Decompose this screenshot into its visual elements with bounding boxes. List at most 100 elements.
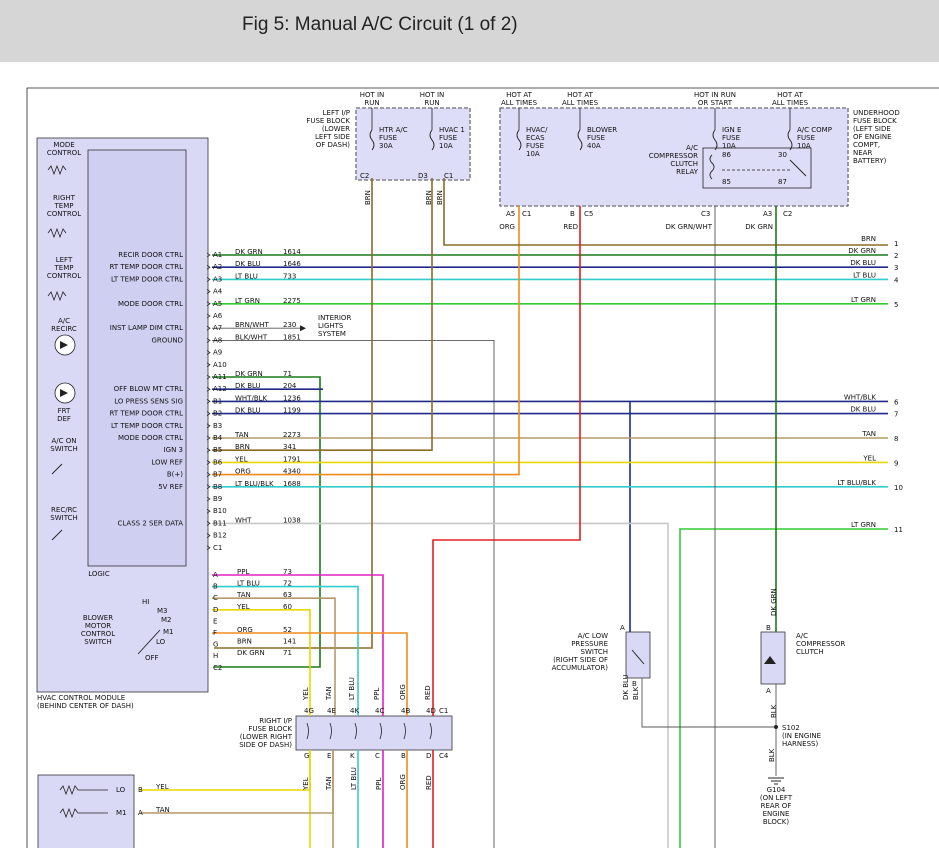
module-label: HVAC CONTROL MODULE	[37, 694, 125, 702]
rfb-out-label: TAN	[325, 776, 333, 791]
pin-id: B9	[213, 495, 222, 503]
fuse-label: ECAS	[526, 134, 545, 142]
left-fuse-block-label: (LOWER	[322, 125, 350, 133]
wire-label: BRN	[436, 190, 444, 205]
ground-label: ENGINE	[763, 810, 790, 818]
pin-function: LO PRESS SENS SIG	[114, 397, 183, 405]
power-label: ALL TIMES	[772, 99, 809, 107]
c2-wire-color: ORG	[237, 626, 253, 634]
pin-function: RT TEMP DOOR CTRL	[110, 263, 184, 271]
pin-wire-color: WHT/BLK	[235, 394, 268, 402]
c2-circuit: 63	[283, 591, 292, 599]
pin-arrow	[206, 264, 211, 270]
c2-wire	[212, 585, 359, 716]
blower-resistor-icon	[59, 784, 108, 796]
rfb-out-label: RED	[425, 775, 433, 790]
pin-wire-color: LT BLU/BLK	[235, 480, 274, 488]
pin-arrow	[206, 350, 211, 355]
fuse-label: 30A	[379, 142, 393, 150]
blower-motor-wire-color: TAN	[155, 806, 170, 814]
clutch-diode-icon	[764, 656, 776, 664]
c2-wire-color: BRN	[237, 638, 252, 646]
pin-function: LOW REF	[151, 458, 183, 466]
rfb-out-label: ORG	[399, 774, 407, 790]
left-fuse-block-label: OF DASH)	[316, 141, 351, 149]
rfb-fuse-icon	[379, 722, 382, 740]
control-label: A/C ON	[51, 437, 76, 445]
right-fuse-block-label: SIDE OF DASH)	[239, 741, 292, 749]
blower-resistor-icon	[59, 807, 108, 819]
ground-label: REAR OF	[761, 802, 792, 810]
diode-icon	[60, 341, 68, 349]
control-label: DEF	[57, 415, 71, 423]
fuse-label: 10A	[526, 150, 540, 158]
c2-pin: D	[213, 606, 218, 614]
c2-pin: A	[213, 571, 218, 579]
c2-pin: G	[213, 641, 218, 649]
pin-arrow	[206, 289, 211, 294]
pin-id: B12	[213, 532, 227, 540]
control-label: CONTROL	[47, 210, 81, 218]
pin-arrow	[206, 472, 211, 477]
pin-function: LT TEMP DOOR CTRL	[111, 422, 183, 430]
pin-id: A12	[213, 385, 227, 393]
ps-ground-wire	[641, 678, 776, 728]
relay-pin: 30	[778, 151, 787, 159]
fuse-label: HTR A/C	[379, 126, 408, 134]
control-label: CONTROL	[47, 272, 81, 280]
relay-contact	[789, 159, 807, 177]
wire-b7	[212, 206, 520, 476]
power-label: HOT IN	[360, 91, 385, 99]
right-wire-number: 6	[894, 398, 899, 406]
pin-wire-color: WHT	[235, 516, 252, 524]
pin-id: B2	[213, 410, 222, 418]
power-label: HOT AT	[567, 91, 594, 99]
right-wire-number: 9	[894, 459, 898, 467]
relay-pin: 86	[722, 151, 731, 159]
left-fuse-block-label: LEFT SIDE	[315, 133, 350, 141]
switch-icon	[51, 529, 63, 541]
c2-wire-color: DK GRN	[237, 649, 265, 657]
wire-label: ORG	[499, 223, 515, 231]
relay-pin: 85	[722, 178, 731, 186]
c2-pin: C2	[213, 664, 222, 672]
ground-label: G104	[767, 786, 786, 794]
left-fuse-block-label: FUSE BLOCK	[306, 117, 350, 125]
pin-arrow	[206, 399, 211, 404]
pin-wire-color: DK BLU	[235, 382, 261, 390]
pressure-switch-label: PRESSURE	[571, 640, 608, 648]
fuse-icon	[712, 129, 718, 151]
pin-id: A4	[213, 288, 223, 296]
rfb-top-pin: 4G	[304, 707, 314, 715]
wire-g	[214, 178, 373, 649]
fuse-icon	[516, 129, 522, 151]
clutch-wire-bottom: BLK	[770, 704, 778, 718]
c2-circuit: 73	[283, 568, 292, 576]
clutch-label: A/C	[796, 632, 808, 640]
pin-wire-color: LT GRN	[235, 297, 260, 305]
pin-arrow	[206, 484, 211, 490]
blower-motor-label: LO	[116, 786, 126, 794]
pin-arrow	[206, 533, 211, 538]
control-label: MODE	[53, 141, 74, 149]
pin-circuit: 1614	[283, 248, 301, 256]
control-label: TEMP	[54, 264, 74, 272]
ps-wire-bottom: BLK	[632, 686, 640, 700]
pin-arrow	[206, 411, 211, 416]
rfb-wire-label: ORG	[399, 684, 407, 700]
pin-circuit: 4340	[283, 468, 301, 476]
c2-wire	[212, 632, 408, 716]
wires-layer	[140, 178, 888, 848]
control-label: RECIRC	[51, 325, 77, 333]
fuse-icon	[369, 129, 375, 151]
diode-icon	[60, 389, 68, 397]
wire-label: BRN	[364, 190, 372, 205]
fuse-label: HVAC/	[526, 126, 548, 134]
fuse-label: FUSE	[797, 134, 815, 142]
rfb-fuse-icon	[354, 722, 357, 740]
pin-arrow	[206, 277, 211, 282]
fuse-label: 10A	[722, 142, 736, 150]
c2-pin: H	[213, 652, 218, 660]
right-fuse-block-label: RIGHT I/P	[259, 717, 292, 725]
rfb-wire-label: RED	[424, 685, 432, 700]
